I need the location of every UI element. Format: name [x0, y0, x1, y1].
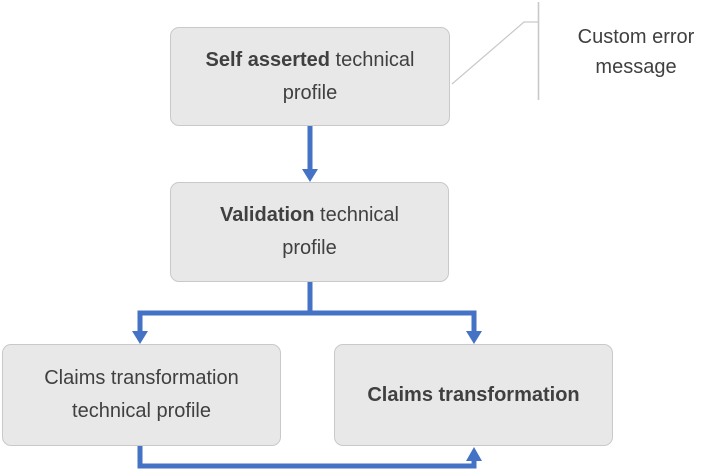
self-asserted-technical-profile-box: Self asserted technical profile [170, 27, 450, 126]
box-label-bold: Self asserted [205, 48, 330, 71]
box-label-line1: Claims transformation [44, 367, 239, 389]
arrow-self-to-validation [302, 125, 318, 182]
callout-diagonal-line [451, 21, 538, 85]
box-label-bold: Claims transformation [367, 383, 580, 406]
arrowhead-down-left-icon [132, 331, 148, 344]
box-label-regular: technical [314, 204, 399, 226]
box-label-bold: Validation [220, 204, 315, 226]
bottom-loop-connector [137, 446, 482, 469]
branch-rail [137, 310, 477, 332]
branch-connector [132, 282, 482, 344]
claims-transformation-box: Claims transformation [334, 344, 613, 446]
callout-leader-lines [451, 2, 540, 100]
validation-technical-profile-box: Validation technical profile [170, 182, 449, 282]
arrowhead-down-right-icon [466, 331, 482, 344]
custom-error-message-label: Custom error message [577, 26, 695, 78]
box-label-line2: technical profile [72, 400, 211, 422]
arrowhead-down-icon [302, 169, 318, 182]
claims-transformation-technical-profile-box: Claims transformation technical profile [2, 344, 281, 446]
box-label-line1: Self asserted technical [205, 44, 414, 77]
box-label-line1: Claims transformation [367, 379, 579, 412]
box-label-line2: profile [282, 237, 337, 259]
box-label-line1: Validation technical [220, 199, 399, 232]
box-label-regular: technical [330, 48, 415, 71]
bottom-loop-path [137, 446, 477, 469]
arrowhead-up-icon [466, 447, 482, 461]
flow-arrows [132, 125, 482, 469]
box-label-line2: profile [282, 81, 338, 104]
